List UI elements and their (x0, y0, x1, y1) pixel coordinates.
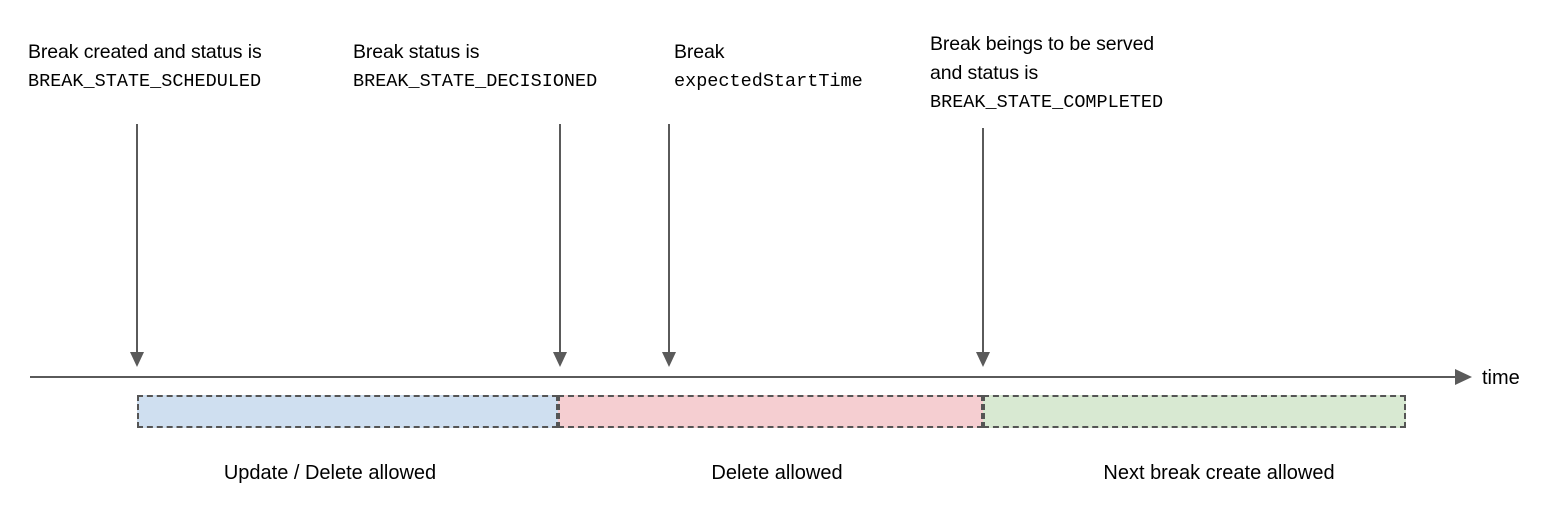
annotation-line-code: expectedStartTime (674, 71, 863, 92)
time-axis-label: time (1482, 367, 1520, 389)
pointer-arrow-scheduled-icon (130, 124, 144, 367)
annotation-line: Break created and status is (28, 41, 262, 63)
pointer-shaft (559, 124, 561, 353)
annotation-expected-start-time: Break expectedStartTime (674, 38, 863, 96)
annotation-scheduled: Break created and status is BREAK_STATE_… (28, 38, 262, 96)
pointer-arrowhead-icon (662, 352, 676, 367)
time-axis-arrowhead-icon (1455, 369, 1472, 385)
pointer-shaft (668, 124, 670, 353)
annotation-line: Break beings to be served (930, 33, 1155, 55)
pointer-shaft (136, 124, 138, 353)
phase-caption-update-delete: Update / Delete allowed (223, 462, 437, 484)
pointer-arrowhead-icon (553, 352, 567, 367)
phase-band-next-break (983, 395, 1406, 428)
pointer-arrowhead-icon (976, 352, 990, 367)
annotation-line-code: BREAK_STATE_SCHEDULED (28, 71, 262, 92)
phase-caption-delete-only: Delete allowed (711, 462, 843, 484)
annotation-line: Break (674, 41, 725, 63)
phase-band-update-delete (137, 395, 558, 428)
time-axis-line (30, 376, 1459, 378)
pointer-arrow-completed-icon (976, 128, 990, 367)
annotation-line-code: BREAK_STATE_COMPLETED (930, 92, 1164, 113)
annotation-completed: Break beings to be served and status is … (930, 30, 1163, 117)
annotation-decisioned: Break status is BREAK_STATE_DECISIONED (353, 38, 597, 96)
annotation-line: Break status is (353, 41, 480, 63)
pointer-shaft (982, 128, 984, 353)
annotation-line-code: BREAK_STATE_DECISIONED (353, 71, 598, 92)
phase-band-delete-only (558, 395, 983, 428)
pointer-arrowhead-icon (130, 352, 144, 367)
phase-caption-next-break: Next break create allowed (1103, 462, 1335, 484)
annotation-line: and status is (930, 62, 1039, 84)
pointer-arrow-expected-start-time-icon (662, 124, 676, 367)
pointer-arrow-decisioned-icon (553, 124, 567, 367)
